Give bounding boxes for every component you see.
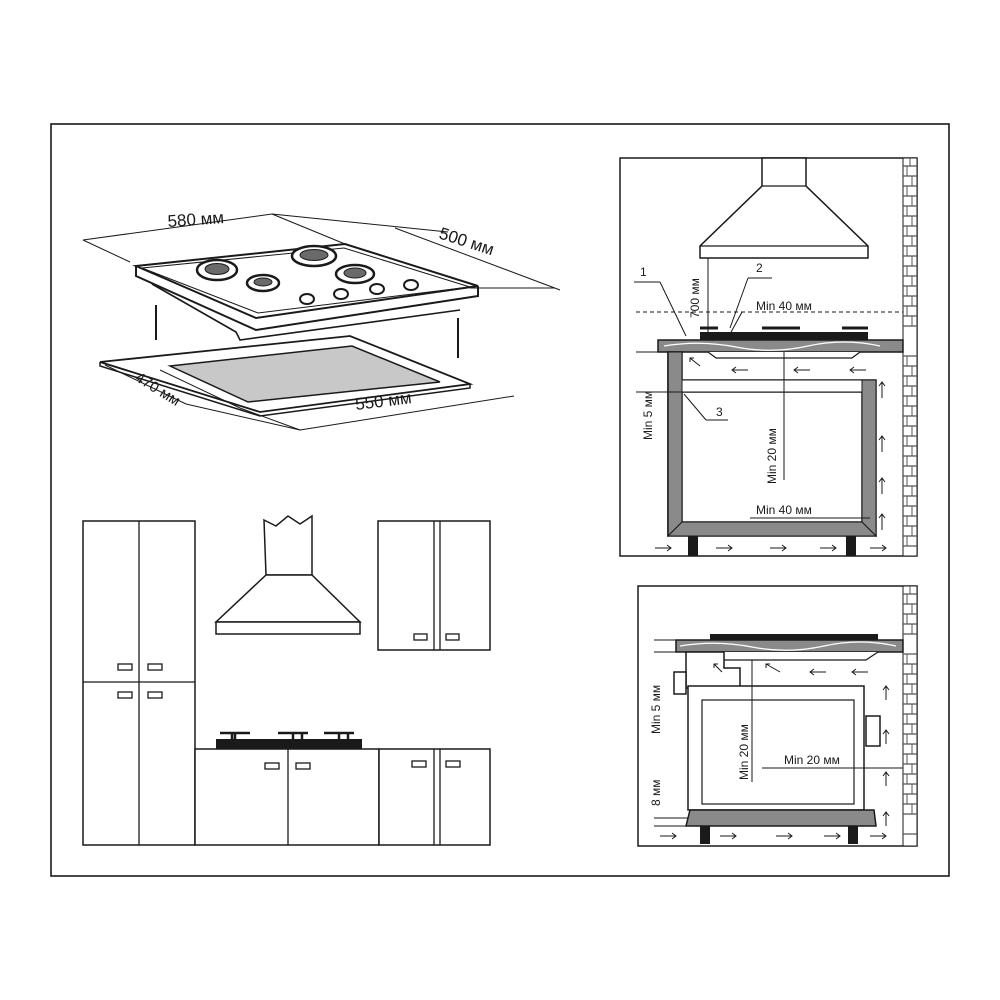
dim-width-label: 580 мм [167, 208, 225, 231]
knob-icon [299, 293, 315, 305]
brick-wall [902, 585, 918, 847]
burner-icon [334, 263, 376, 285]
side-section-panel: 700 мм Min 40 мм 1 2 3 [619, 157, 918, 557]
callout-3: 3 [716, 405, 723, 419]
oven-min-20-vertical-label: Min 20 мм [737, 724, 751, 780]
knob-icon [369, 283, 385, 295]
oven-gap-8-label: 8 мм [649, 779, 663, 806]
oven-min-5-label: Min 5 мм [649, 685, 663, 734]
side-hob [700, 332, 868, 340]
hob-isometric-panel: 580 мм 500 мм [82, 208, 561, 431]
dim-line-width [82, 213, 273, 241]
min-5-label: Min 5 мм [641, 391, 655, 440]
airflow-arrows [655, 357, 887, 552]
brick-wall [902, 157, 918, 557]
outer-frame [50, 123, 950, 877]
hood-height-label: 700 мм [688, 278, 702, 318]
burner-icon [195, 258, 239, 282]
callout-2: 2 [756, 261, 763, 275]
dim-depth-label: 500 мм [437, 224, 497, 260]
knob-icon [403, 279, 419, 291]
oven-airflow-arrows [660, 663, 890, 840]
kitchen-elevation [82, 514, 491, 846]
callout-1: 1 [640, 265, 647, 279]
min-40-top-label: Min 40 мм [756, 299, 812, 313]
oven-section-panel: Min 5 мм Min 20 мм Min 20 мм 8 мм [637, 585, 918, 847]
side-range-hood [699, 157, 869, 259]
oven-knob-icon [673, 671, 687, 695]
base-cabinet [194, 748, 380, 846]
range-hood [263, 514, 313, 576]
hob-front-edge [135, 266, 479, 332]
min-20-label: Min 20 мм [765, 428, 779, 484]
min-40-bottom-label: Min 40 мм [756, 503, 812, 517]
oven-base-shelf [685, 809, 877, 827]
worktop-cutout [167, 345, 441, 403]
oven-min-20-horizontal-label: Min 20 мм [784, 753, 840, 767]
burner-icon [290, 244, 338, 268]
hob-elevation-icon [216, 731, 362, 749]
dim-line-depth [394, 227, 561, 291]
burner-icon [245, 273, 281, 293]
knob-icon [333, 288, 349, 300]
